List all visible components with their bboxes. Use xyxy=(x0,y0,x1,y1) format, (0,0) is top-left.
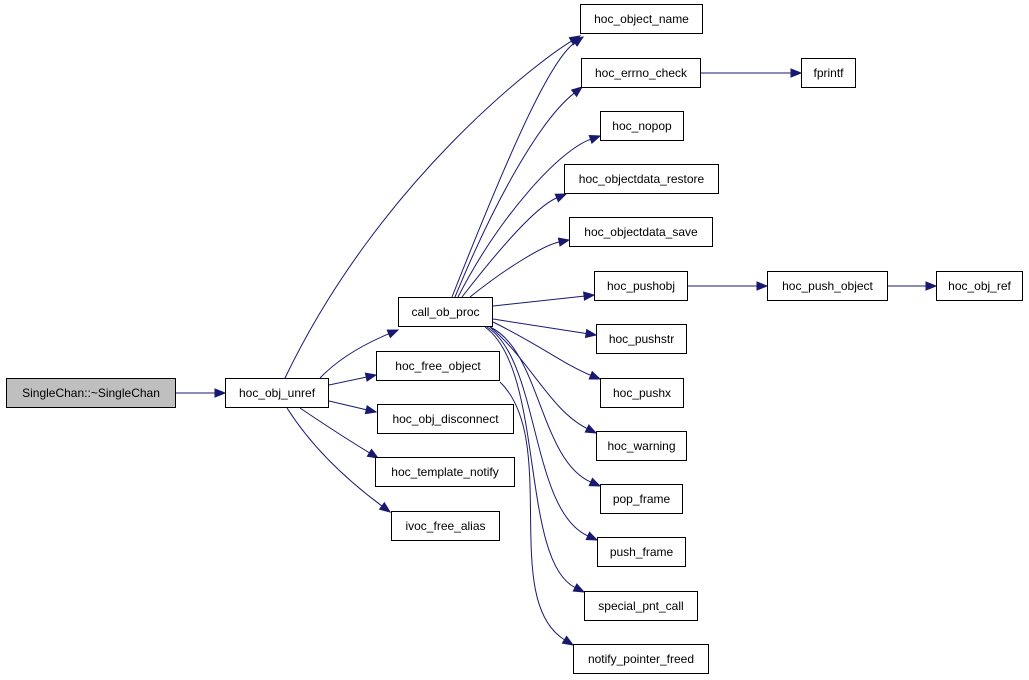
edge-hoc_obj_unref-to-hoc_template_notify xyxy=(299,407,370,454)
arrowhead-hoc_obj_unref-to-hoc_obj_disconnect xyxy=(364,404,378,415)
arrowhead-hoc_obj_unref-to-call_ob_proc xyxy=(386,329,400,339)
arrowhead-hoc_free_object-to-notify_pointer_freed xyxy=(561,635,575,646)
node-hoc-pushstr[interactable]: hoc_pushstr xyxy=(596,324,687,354)
node-hoc-errno-check[interactable]: hoc_errno_check xyxy=(581,58,701,88)
edge-call_ob_proc-to-pop_frame xyxy=(489,326,592,483)
node-hoc-nopop[interactable]: hoc_nopop xyxy=(600,111,684,141)
edge-hoc_obj_unref-to-ivoc_free_alias xyxy=(286,407,383,507)
node-hoc-pushobj[interactable]: hoc_pushobj xyxy=(594,271,688,301)
node-pop-frame[interactable]: pop_frame xyxy=(600,484,683,514)
node-call-ob-proc[interactable]: call_ob_proc xyxy=(398,297,493,327)
node-fprintf[interactable]: fprintf xyxy=(801,58,856,88)
edge-call_ob_proc-to-special_pnt_call xyxy=(484,326,576,588)
arrowhead-call_ob_proc-to-hoc_objectdata_save xyxy=(557,237,571,247)
edge-hoc_obj_unref-to-hoc_obj_disconnect xyxy=(328,400,367,411)
edge-hoc_free_object-to-notify_pointer_freed xyxy=(499,381,565,641)
edge-call_ob_proc-to-hoc_objectdata_restore xyxy=(461,197,557,298)
edge-call_ob_proc-to-hoc_object_name xyxy=(451,42,576,298)
edge-hoc_obj_unref-to-hoc_object_name xyxy=(284,40,572,379)
arrowhead-call_ob_proc-to-hoc_warning xyxy=(584,424,598,434)
arrowhead-hoc_errno_check-to-fprintf xyxy=(790,68,803,78)
edge-call_ob_proc-to-hoc_errno_check xyxy=(454,92,575,298)
arrowhead-root-to-hoc_obj_unref xyxy=(214,388,227,398)
arrowhead-hoc_push_object-to-hoc_obj_ref xyxy=(925,281,938,291)
edge-call_ob_proc-to-hoc_objectdata_save xyxy=(469,241,560,298)
edge-call_ob_proc-to-hoc_pushobj xyxy=(492,295,585,307)
node-hoc-push-object[interactable]: hoc_push_object xyxy=(767,271,888,301)
node-special-pnt-call[interactable]: special_pnt_call xyxy=(584,591,698,621)
arrowhead-hoc_pushobj-to-hoc_push_object xyxy=(756,281,769,291)
node-notify-pointer-freed[interactable]: notify_pointer_freed xyxy=(573,644,709,674)
node-singlechan-destructor[interactable]: SingleChan::~SingleChan xyxy=(6,378,176,408)
arrowhead-hoc_obj_unref-to-ivoc_free_alias xyxy=(378,501,392,513)
node-hoc-obj-unref[interactable]: hoc_obj_unref xyxy=(225,378,329,408)
edge-call_ob_proc-to-hoc_pushx xyxy=(492,321,591,376)
edge-call_ob_proc-to-push_frame xyxy=(486,326,589,537)
arrowhead-hoc_obj_unref-to-hoc_template_notify xyxy=(366,448,380,459)
arrowhead-call_ob_proc-to-hoc_nopop xyxy=(588,134,602,144)
arrowhead-call_ob_proc-to-hoc_object_name xyxy=(571,36,585,47)
edge-hoc_obj_unref-to-hoc_free_object xyxy=(328,376,367,386)
node-hoc-pushx[interactable]: hoc_pushx xyxy=(600,378,684,408)
arrowhead-call_ob_proc-to-hoc_objectdata_restore xyxy=(554,193,568,203)
node-hoc-warning[interactable]: hoc_warning xyxy=(596,431,687,461)
node-hoc-object-name[interactable]: hoc_object_name xyxy=(580,4,703,34)
arrowhead-call_ob_proc-to-hoc_pushx xyxy=(588,370,602,380)
arrowhead-call_ob_proc-to-hoc_pushobj xyxy=(583,291,596,301)
node-hoc-objectdata-save[interactable]: hoc_objectdata_save xyxy=(569,217,713,247)
arrowhead-call_ob_proc-to-push_frame xyxy=(585,531,599,541)
arrowhead-call_ob_proc-to-pop_frame xyxy=(588,477,602,487)
node-hoc-obj-ref[interactable]: hoc_obj_ref xyxy=(936,271,1023,301)
node-ivoc-free-alias[interactable]: ivoc_free_alias xyxy=(391,511,500,541)
arrowhead-call_ob_proc-to-hoc_pushstr xyxy=(584,328,598,339)
edge-call_ob_proc-to-hoc_nopop xyxy=(457,138,591,298)
node-hoc-template-notify[interactable]: hoc_template_notify xyxy=(375,457,515,487)
node-hoc-free-object[interactable]: hoc_free_object xyxy=(376,351,500,381)
node-hoc-obj-disconnect[interactable]: hoc_obj_disconnect xyxy=(377,404,514,434)
arrowhead-call_ob_proc-to-special_pnt_call xyxy=(572,583,586,593)
edge-hoc_obj_unref-to-call_ob_proc xyxy=(319,333,389,379)
arrowhead-hoc_obj_unref-to-hoc_free_object xyxy=(364,372,378,382)
node-hoc-objectdata-restore[interactable]: hoc_objectdata_restore xyxy=(564,164,719,194)
edge-call_ob_proc-to-hoc_pushstr xyxy=(492,318,587,334)
edge-call_ob_proc-to-hoc_warning xyxy=(489,326,588,429)
node-push-frame[interactable]: push_frame xyxy=(597,537,686,567)
arrowhead-call_ob_proc-to-hoc_errno_check xyxy=(570,86,584,98)
